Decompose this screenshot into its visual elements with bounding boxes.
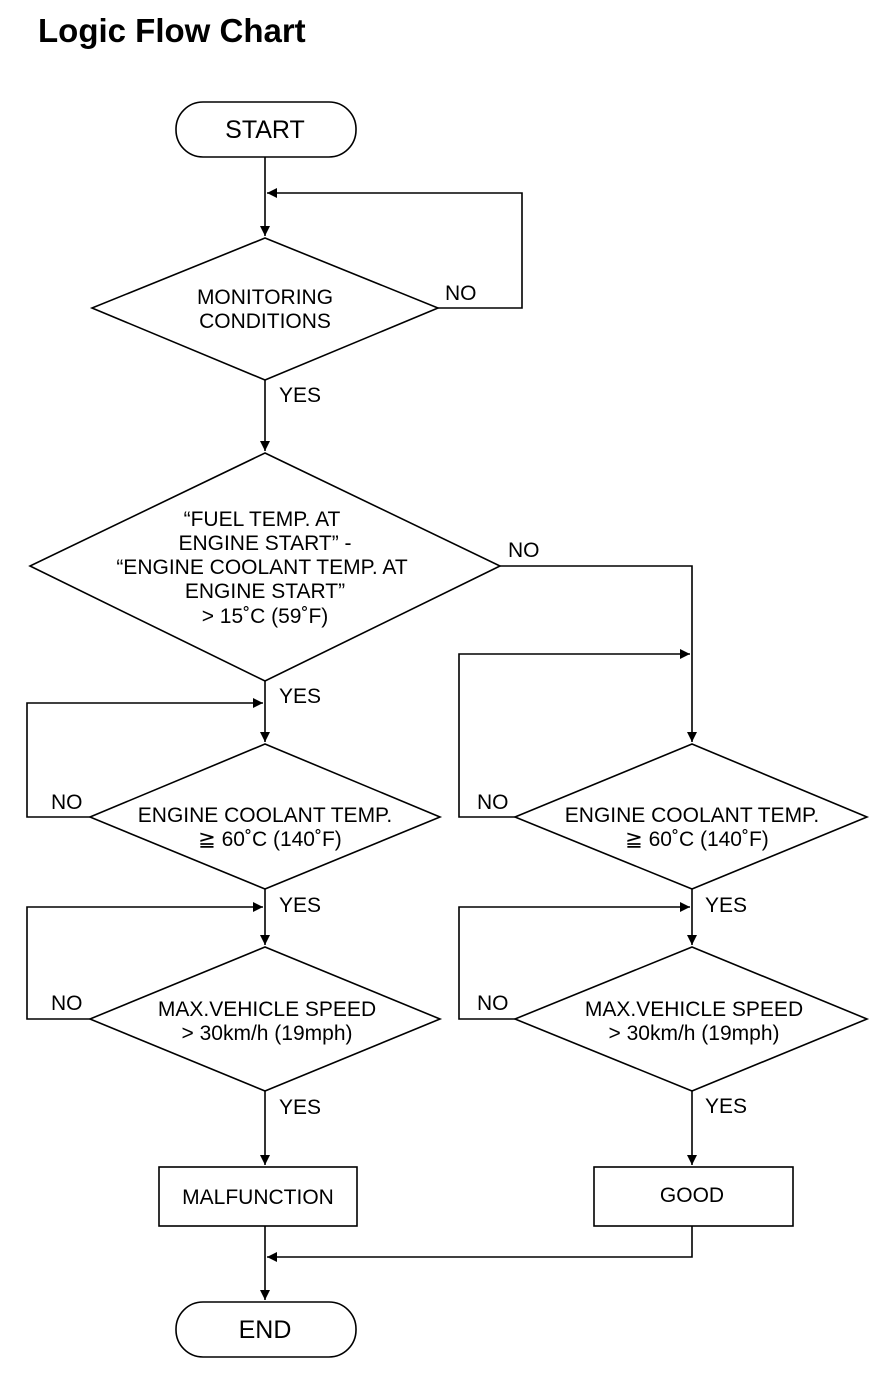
connector-speed-left-no-loop [26,902,263,1020]
connector-coolant-right-no-loop [458,649,690,818]
fuel-temp-line-3: “ENGINE COOLANT TEMP. AT [116,556,408,579]
coolant-right-no-label: NO [477,791,509,814]
monitoring-line-1: MONITORING [197,286,333,309]
connector-good-merge [267,1226,693,1262]
speed-right-decision [512,946,870,1092]
monitoring-decision [89,237,441,381]
connector-coolant-left-no-loop [26,698,263,818]
coolant-left-line-1: ENGINE COOLANT TEMP. [138,804,392,827]
speed-right-no-label: NO [477,992,509,1015]
fuel-temp-line-1: “FUEL TEMP. AT [184,508,341,531]
speed-left-no-label: NO [51,992,83,1015]
speed-right-line-2: > 30km/h (19mph) [609,1022,780,1045]
coolant-left-no-label: NO [51,791,83,814]
connector-monitoring-no-loop [267,188,523,309]
fuel-temp-line-4: ENGINE START” [185,580,345,603]
start-label: START [225,116,305,144]
start-terminator [175,101,357,158]
connector-fuel-temp-no [500,565,697,742]
speed-left-line-2: > 30km/h (19mph) [182,1022,353,1045]
end-terminator [175,1301,357,1358]
monitoring-line-2: CONDITIONS [199,310,331,333]
coolant-right-yes-label: YES [705,894,747,917]
speed-left-yes-label: YES [279,1096,321,1119]
coolant-right-decision [512,743,870,890]
speed-left-line-1: MAX.VEHICLE SPEED [158,998,376,1021]
fuel-temp-no-label: NO [508,539,540,562]
coolant-right-line-1: ENGINE COOLANT TEMP. [565,804,819,827]
fuel-temp-line-5: > 15˚C (59˚F) [202,605,329,628]
speed-right-yes-label: YES [705,1095,747,1118]
end-label: END [239,1316,292,1344]
good-label: GOOD [660,1184,724,1207]
coolant-left-yes-label: YES [279,894,321,917]
speed-right-line-1: MAX.VEHICLE SPEED [585,998,803,1021]
fuel-temp-line-2: ENGINE START” - [178,532,351,555]
malfunction-box [158,1166,358,1227]
malfunction-label: MALFUNCTION [182,1186,334,1209]
coolant-left-decision [87,743,443,890]
speed-left-decision [87,946,443,1092]
monitoring-no-label: NO [445,282,477,305]
monitoring-yes-label: YES [279,384,321,407]
fuel-temp-decision [28,452,502,682]
coolant-left-line-2: ≧ 60˚C (140˚F) [198,828,342,851]
coolant-right-line-2: ≧ 60˚C (140˚F) [625,828,769,851]
page-title: Logic Flow Chart [38,12,306,49]
good-box [593,1166,794,1227]
connector-speed-right-no-loop [458,902,690,1020]
fuel-temp-yes-label: YES [279,685,321,708]
